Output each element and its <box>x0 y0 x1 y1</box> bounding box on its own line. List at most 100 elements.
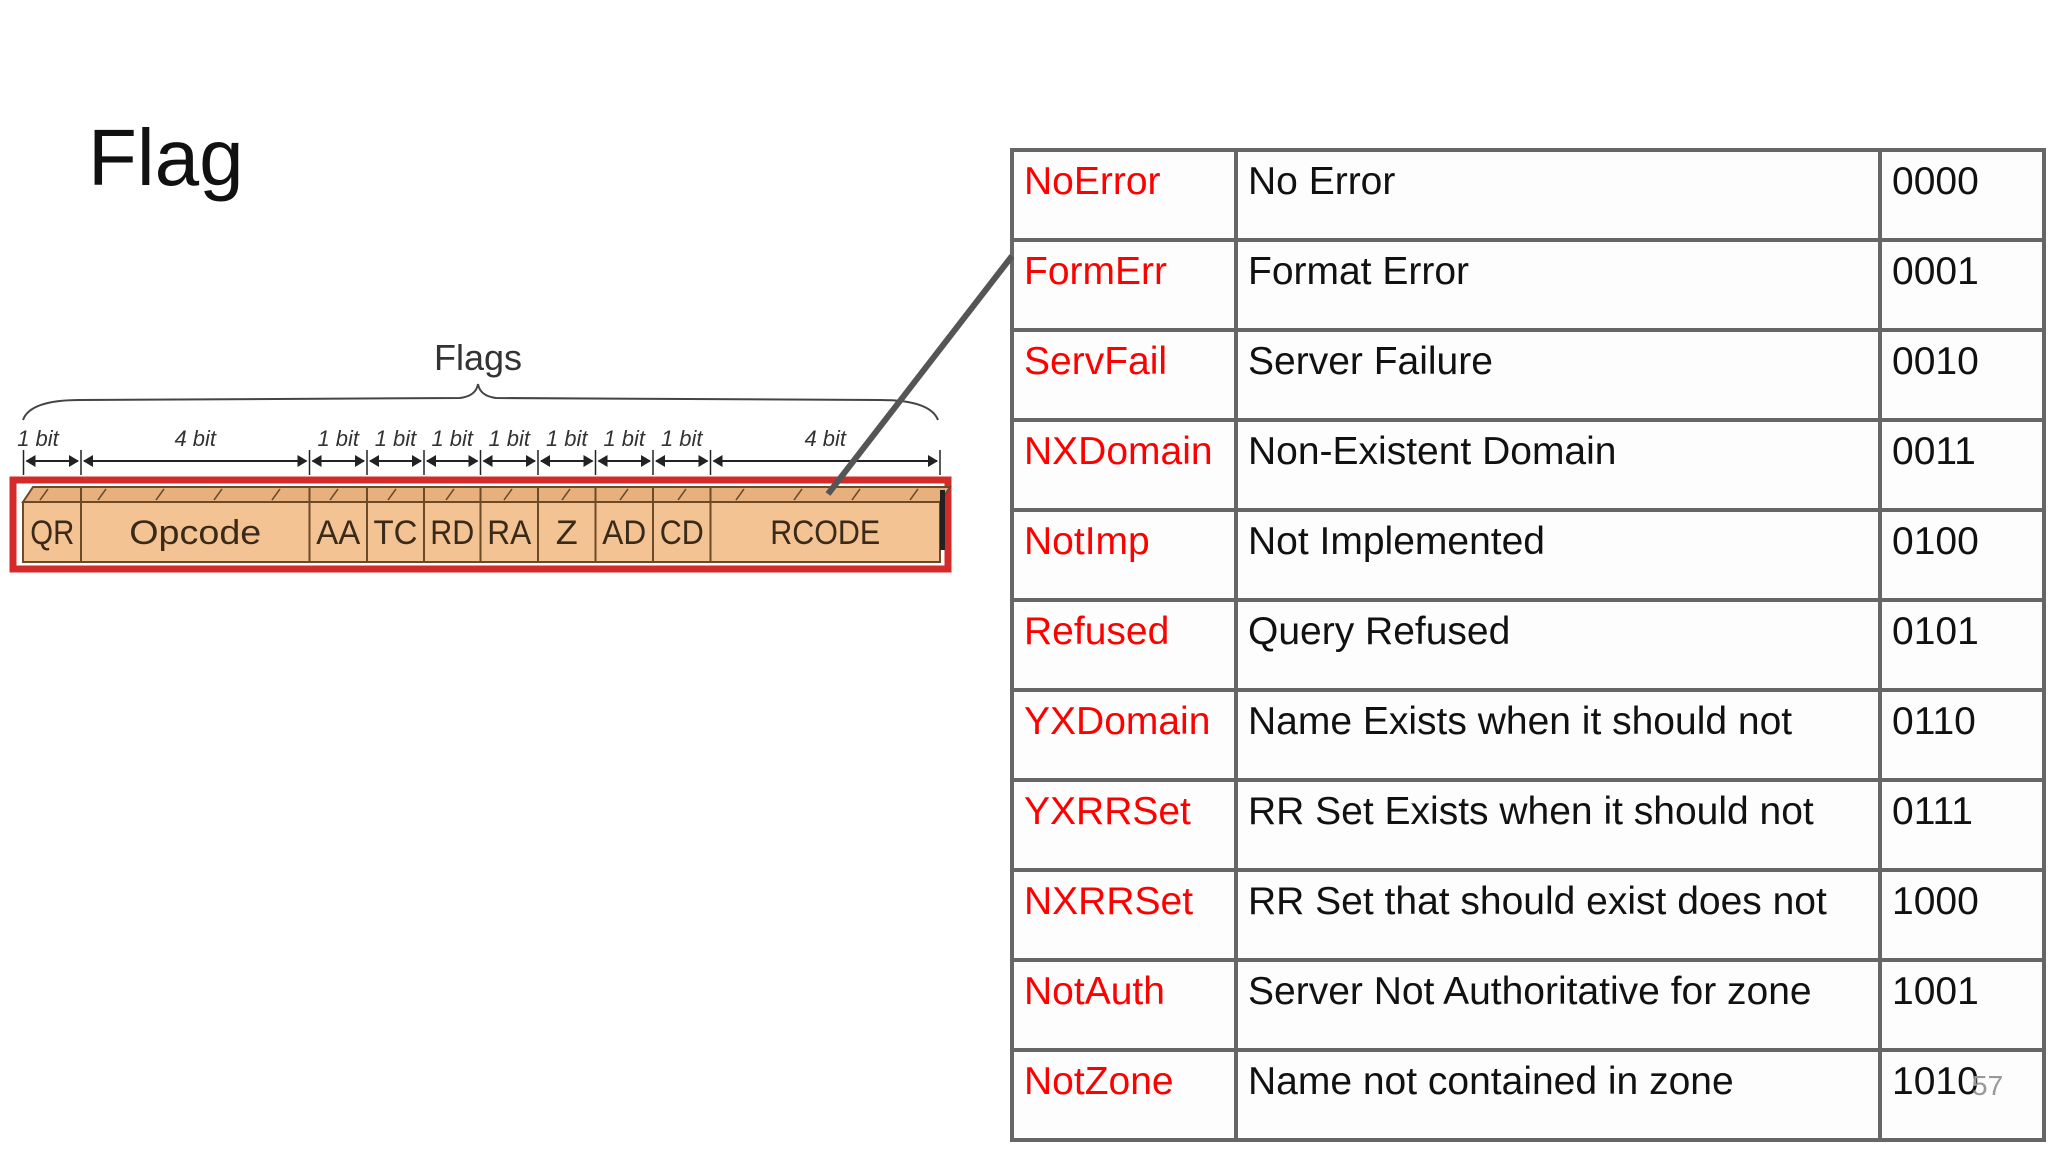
arrowhead <box>712 455 723 467</box>
hatch-mark <box>561 488 571 501</box>
bit-width-label: 4 bit <box>174 426 216 451</box>
rcode-value: 0000 <box>1878 148 2046 242</box>
hatch-mark <box>503 488 513 501</box>
highlight-box <box>9 476 952 573</box>
rcode-value: 0111 <box>1878 778 2046 872</box>
arrowhead <box>698 455 709 467</box>
hatch-mark <box>735 488 745 501</box>
hatch-mark <box>97 488 107 501</box>
bar-top <box>21 486 952 503</box>
arrowhead <box>655 455 665 467</box>
field-ra: RA <box>487 514 531 552</box>
arrowhead <box>311 455 322 467</box>
hatch-mark <box>793 488 803 501</box>
rcode-description: Format Error <box>1234 238 1882 332</box>
arrowhead <box>526 455 536 467</box>
bit-width-label: 1 bit <box>661 426 703 451</box>
field-z: Z <box>556 514 578 552</box>
bit-width-label: 1 bit <box>317 426 359 451</box>
rcode-value: 0011 <box>1878 418 2046 512</box>
bit-width-label: 1 bit <box>546 426 588 451</box>
bit-width-label: 1 bit <box>603 426 645 451</box>
rcode-description: No Error <box>1234 148 1882 242</box>
rcode-description: Not Implemented <box>1234 508 1882 602</box>
field-ad: AD <box>602 514 646 552</box>
arrowhead <box>426 455 436 467</box>
rcode-value: 0101 <box>1878 598 2046 692</box>
arrowhead <box>540 455 550 467</box>
rcode-name: YXRRSet <box>1010 778 1238 872</box>
arrowhead <box>412 455 422 467</box>
flags-label: Flags <box>434 337 522 378</box>
field-rd: RD <box>430 514 474 552</box>
arrowhead <box>297 455 308 467</box>
bit-width-label: 4 bit <box>804 426 846 451</box>
rcode-name: NotImp <box>1010 508 1238 602</box>
rcode-description: Name not contained in zone <box>1234 1048 1882 1142</box>
hatch-mark <box>677 488 687 501</box>
field-opcode: Opcode <box>129 514 261 552</box>
rcode-name: NXDomain <box>1010 418 1238 512</box>
arrowhead <box>482 455 493 467</box>
rcode-value: 1010 <box>1878 1048 2046 1142</box>
hatch-mark <box>329 488 339 501</box>
rcode-value: 0010 <box>1878 328 2046 422</box>
page-number: 57 <box>1972 1070 2004 1101</box>
arrowhead <box>83 455 93 467</box>
arrowhead <box>69 455 79 467</box>
hatch-mark <box>387 488 397 501</box>
field-rcode: RCODE <box>770 514 880 552</box>
rcode-value: 1001 <box>1878 958 2046 1052</box>
rcode-name: NXRRSet <box>1010 868 1238 962</box>
rcode-name: FormErr <box>1010 238 1238 332</box>
bit-width-label: 1 bit <box>375 426 417 451</box>
rcode-name: ServFail <box>1010 328 1238 422</box>
hatch-mark <box>155 488 165 501</box>
hatch-mark <box>619 488 629 501</box>
rcode-name: NotAuth <box>1010 958 1238 1052</box>
bit-width-label: 1 bit <box>431 426 473 451</box>
bit-width-label: 1 bit <box>17 426 59 451</box>
brace <box>22 383 939 421</box>
rcode-value: 0001 <box>1878 238 2046 332</box>
field-aa: AA <box>316 514 360 552</box>
arrowhead <box>468 455 479 467</box>
arrowhead <box>641 455 651 467</box>
rcode-value: 0110 <box>1878 688 2046 782</box>
field-qr: QR <box>30 514 74 552</box>
rcode-description: Server Not Authoritative for zone <box>1234 958 1882 1052</box>
bar-side <box>940 490 945 550</box>
rcode-description: RR Set Exists when it should not <box>1234 778 1882 872</box>
bit-width-label: 1 bit <box>488 426 530 451</box>
hatch-mark <box>445 488 455 501</box>
rcode-description: Query Refused <box>1234 598 1882 692</box>
arrowhead <box>597 455 608 467</box>
arrowhead <box>25 455 36 467</box>
hatch-mark <box>39 488 49 501</box>
arrowhead <box>583 455 594 467</box>
slide-title: Flag <box>88 113 244 202</box>
arrowhead <box>355 455 365 467</box>
rcode-description: RR Set that should exist does not <box>1234 868 1882 962</box>
rcode-description: Name Exists when it should not <box>1234 688 1882 782</box>
hatch-mark <box>271 488 281 501</box>
field-tc: TC <box>374 514 418 552</box>
arrowhead <box>369 455 379 467</box>
rcode-name: NotZone <box>1010 1048 1238 1142</box>
field-cd: CD <box>660 514 704 552</box>
rcode-name: NoError <box>1010 148 1238 242</box>
rcode-name: YXDomain <box>1010 688 1238 782</box>
rcode-value: 1000 <box>1878 868 2046 962</box>
rcode-name: Refused <box>1010 598 1238 692</box>
rcode-value: 0100 <box>1878 508 2046 602</box>
